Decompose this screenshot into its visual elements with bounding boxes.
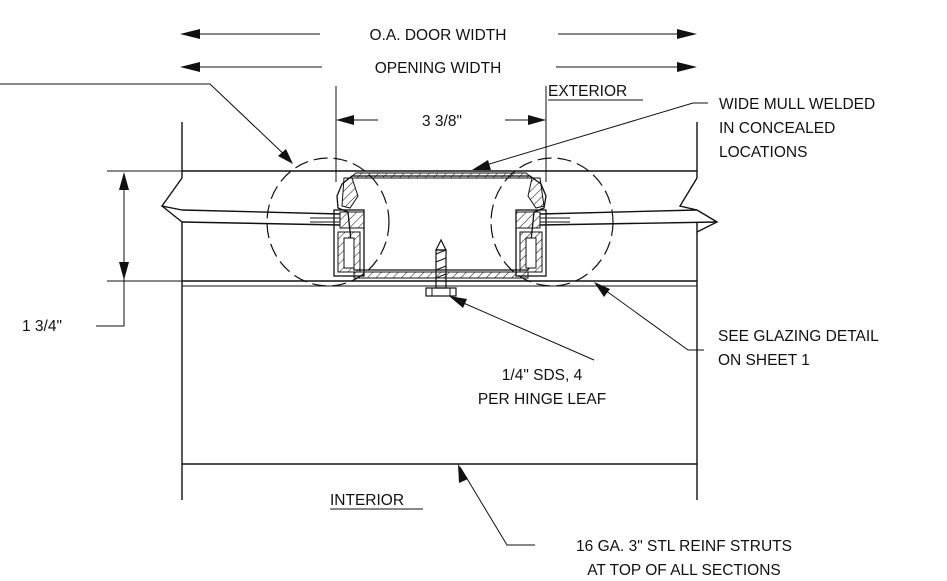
left-glazing-frame xyxy=(310,209,365,277)
mull-width-label: 3 3/8" xyxy=(422,113,462,130)
mull-callout-line-2: IN CONCEALED xyxy=(719,120,835,137)
opening-width-label: OPENING WIDTH xyxy=(375,60,502,77)
screw-callout: 1/4" SDS, 4 PER HINGE LEAF xyxy=(449,296,606,408)
wide-mull-profile xyxy=(336,172,547,279)
glazing-callout-line-1: SEE GLAZING DETAIL xyxy=(718,328,879,345)
strut-callout-line-1: 16 GA. 3" STL REINF STRUTS xyxy=(576,538,792,555)
mull-callout-line-3: LOCATIONS xyxy=(719,144,807,161)
screw-callout-line-1: 1/4" SDS, 4 xyxy=(502,367,583,384)
sds-screw xyxy=(425,238,457,297)
screw-callout-line-2: PER HINGE LEAF xyxy=(478,391,606,408)
oa-door-width-label: O.A. DOOR WIDTH xyxy=(370,27,507,44)
panel-thickness-label: 1 3/4" xyxy=(22,318,62,335)
left-circle-leader xyxy=(0,83,293,164)
glazing-callout: SEE GLAZING DETAIL ON SHEET 1 xyxy=(594,282,879,369)
door-panel-section xyxy=(160,122,719,500)
mull-width-dimension: 3 3/8" xyxy=(335,86,547,182)
mull-callout-line-1: WIDE MULL WELDED xyxy=(719,96,875,113)
right-glazing-frame xyxy=(515,209,570,277)
glazing-callout-line-2: ON SHEET 1 xyxy=(718,352,810,369)
mull-callout: WIDE MULL WELDED IN CONCEALED LOCATIONS xyxy=(472,96,875,170)
opening-width-dimension: OPENING WIDTH xyxy=(180,60,697,77)
right-glazing-detail-circle xyxy=(490,157,614,287)
strut-callout: 16 GA. 3" STL REINF STRUTS AT TOP OF ALL… xyxy=(458,464,792,579)
panel-thickness-dimension: 1 3/4" xyxy=(22,170,182,335)
exterior-label: EXTERIOR xyxy=(548,83,627,100)
strut-callout-line-2: AT TOP OF ALL SECTIONS xyxy=(587,562,781,579)
interior-label: INTERIOR xyxy=(330,492,404,509)
oa-door-width-dimension: O.A. DOOR WIDTH xyxy=(180,27,697,44)
left-glazing-detail-circle xyxy=(266,157,390,287)
